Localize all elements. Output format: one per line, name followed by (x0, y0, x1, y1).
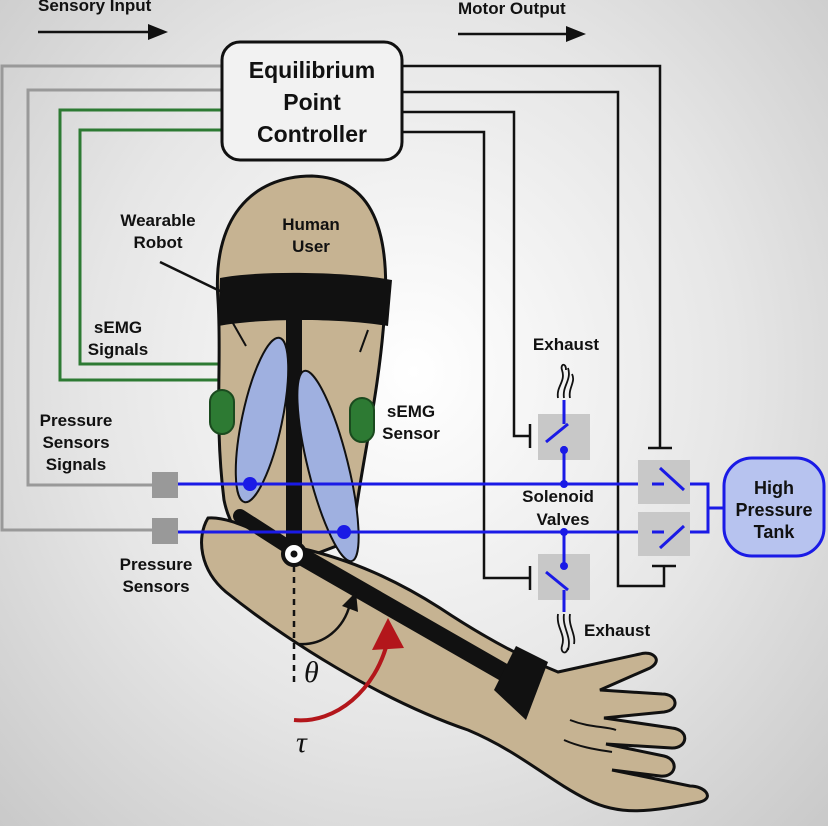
semg-electrode-right (349, 397, 375, 443)
motor-output-label: Motor Output (458, 0, 566, 18)
tank-label-2: Pressure (735, 500, 812, 520)
torque-arrowhead (372, 618, 404, 650)
upper-link (286, 310, 302, 556)
supply-valve-top (638, 460, 690, 504)
wearable-robot-label-1: Wearable (120, 211, 195, 230)
controller-label-1: Equilibrium (249, 57, 376, 83)
semg-signals-label-2: Signals (88, 340, 148, 359)
wearable-robot-frame (218, 272, 548, 720)
theta-symbol: θ (304, 656, 319, 689)
wearable-robot-label-2: Robot (133, 233, 182, 252)
muscle-port-1 (243, 477, 257, 491)
forearm-link (285, 543, 519, 685)
forearm-hand (200, 516, 709, 813)
solenoid-valves-label-1: Solenoid (522, 487, 594, 506)
high-pressure-tank: High Pressure Tank (722, 456, 826, 558)
pressure-sensors-label-2: Sensors (122, 577, 189, 596)
muscle-left (234, 336, 290, 504)
exhaust-icon-top (556, 363, 574, 399)
pressure-signals-label-1: Pressure (40, 411, 113, 430)
motor-output-arrow (458, 26, 586, 42)
controller-label-2: Point (283, 89, 341, 115)
pressure-sensor-2 (152, 518, 178, 544)
tank-label-1: High (754, 478, 794, 498)
theta-arc (297, 603, 352, 646)
motor-output-wires (402, 64, 676, 590)
semg-sensor-label-1: sEMG (387, 402, 435, 421)
pressure-sensor-1 (152, 472, 178, 498)
solenoid-valves-label-2: Valves (537, 510, 590, 529)
wrist-cuff (494, 646, 548, 720)
muscle-port-2 (337, 525, 351, 539)
semg-signals-label-1: sEMG (94, 318, 142, 337)
human-user-label-1: Human (282, 215, 340, 234)
exhaust-top-label: Exhaust (533, 335, 599, 354)
upper-arm-cuff (218, 272, 392, 326)
human-user-label-2: User (292, 237, 330, 256)
exhaust-valve-bottom (538, 554, 590, 600)
pneumatic-muscles (234, 336, 360, 563)
pressure-signal-wires (0, 64, 222, 532)
theta-arrowhead (342, 592, 358, 612)
pressure-signals-label-3: Signals (46, 455, 106, 474)
sensory-input-arrow (38, 24, 168, 40)
torque-arc (293, 639, 390, 723)
exhaust-valve-top (538, 414, 590, 460)
muscle-right (296, 369, 360, 563)
exhaust-icon-bottom (556, 613, 576, 654)
semg-sensor-label-2: Sensor (382, 424, 440, 443)
exhaust-bottom-label: Exhaust (584, 621, 650, 640)
pressure-signals-label-2: Sensors (42, 433, 109, 452)
wearable-robot-pointer (159, 260, 223, 294)
sensory-input-label: Sensory Input (38, 0, 152, 15)
tau-symbol: τ (296, 726, 308, 759)
controller-label-3: Controller (257, 121, 367, 147)
semg-electrode-left (209, 389, 235, 435)
tank-label-3: Tank (754, 522, 796, 542)
human-arm (200, 174, 709, 813)
supply-valve-bottom (638, 512, 690, 556)
pressure-sensors-label-1: Pressure (120, 555, 193, 574)
equilibrium-point-controller: Equilibrium Point Controller (220, 40, 404, 162)
